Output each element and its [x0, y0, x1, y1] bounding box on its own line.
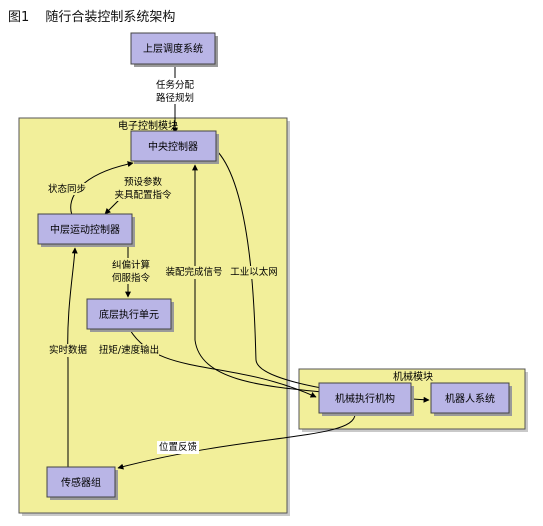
node-bottom-execution-unit[interactable]: [86, 298, 172, 330]
edge-label-task-2: 路径规划: [156, 92, 194, 104]
label-bg-preset: [113, 175, 173, 201]
node-actuator-label: 机械执行机构: [335, 392, 395, 405]
label-bg-correct: [108, 258, 154, 284]
edge-label-assembly-done: 装配完成信号: [165, 266, 222, 278]
label-bg-ethernet: [230, 266, 278, 279]
electronic-group-label: 电子控制模块: [118, 119, 178, 132]
edge-label-torque: 扭矩/速度输出: [99, 344, 159, 356]
edge-label-task-1: 任务分配: [156, 79, 195, 91]
mechanical-group-label: 机械模块: [393, 370, 433, 383]
edge-label-correct-2: 伺服指令: [112, 272, 151, 284]
label-bg-position: [157, 441, 199, 454]
edge-label-realtime: 实时数据: [49, 344, 88, 356]
label-bg-state-sync: [46, 183, 88, 195]
node-sensor-group[interactable]: [46, 466, 116, 498]
edge-label-position: 位置反馈: [159, 441, 198, 453]
figure-caption: 随行合装控制系统架构: [45, 10, 176, 25]
figure-title: 图1 随行合装控制系统架构: [8, 6, 187, 25]
node-central-label: 中央控制器: [148, 140, 198, 153]
node-upper-scheduler[interactable]: [130, 32, 216, 65]
edge-actuator-to-central: [192, 164, 323, 393]
edge-actuator-to-sensor: [117, 413, 356, 470]
edge-label-correct-1: 纠偏计算: [112, 259, 150, 271]
edge-label-ethernet: 工业以太网: [230, 266, 278, 278]
node-middle-motion-controller[interactable]: [37, 213, 133, 245]
node-robot-system[interactable]: [430, 382, 510, 414]
edge-label-preset-1: 预设参数: [124, 176, 163, 188]
label-bg-assembly: [166, 266, 222, 279]
node-bottom-label: 底层执行单元: [99, 308, 159, 321]
label-bg-torque: [99, 344, 159, 357]
figure-number: 图1: [8, 10, 30, 25]
node-mechanical-actuator[interactable]: [318, 382, 412, 414]
node-middle-label: 中层运动控制器: [50, 223, 120, 236]
label-bg-task: [152, 78, 199, 104]
node-sensor-label: 传感器组: [61, 476, 101, 489]
edge-label-state-sync: 状态同步: [48, 183, 86, 195]
node-robot-label: 机器人系统: [445, 392, 495, 405]
node-upper-label: 上层调度系统: [143, 42, 203, 55]
edge-label-preset-2: 夹具配置指令: [114, 189, 172, 201]
node-central-controller[interactable]: [130, 130, 217, 162]
label-bg-realtime: [47, 344, 89, 357]
